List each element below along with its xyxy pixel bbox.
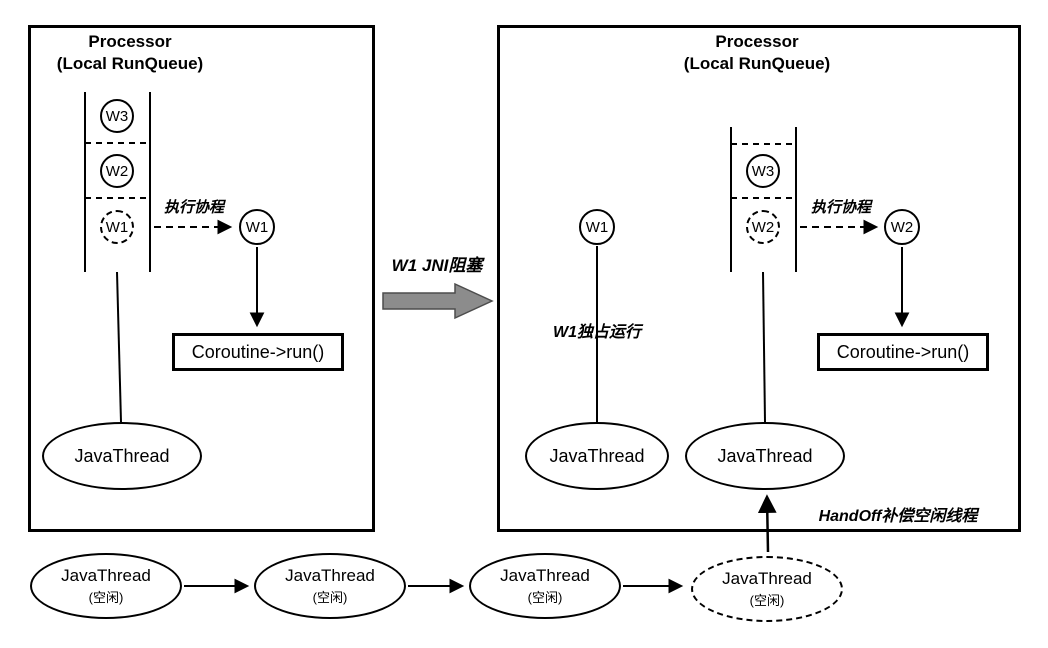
transition-arrow <box>382 282 494 320</box>
idle-thread-3-name: JavaThread <box>500 566 590 585</box>
right-processor-panel <box>497 25 1021 532</box>
right-javathread-label: JavaThread <box>717 445 813 466</box>
idle-thread-2: JavaThread (空闲) <box>254 553 406 619</box>
left-javathread-label: JavaThread <box>74 445 170 466</box>
right-panel-title-line2: (Local RunQueue) <box>683 54 831 74</box>
right-queue-coroutine-w3: W3 <box>746 154 780 188</box>
idle-thread-4-name: JavaThread <box>722 569 812 588</box>
left-panel-title-line2: (Local RunQueue) <box>56 54 204 74</box>
left-processor-panel <box>28 25 375 532</box>
left-exec-label: 执行协程 <box>163 199 224 216</box>
idle-thread-1-name: JavaThread <box>61 566 151 585</box>
left-queue-coroutine-w3: W3 <box>100 99 134 133</box>
left-running-coroutine: W1 <box>239 209 275 245</box>
handoff-label: HandOff补偿空闲线程 <box>818 508 978 525</box>
idle-thread-2-state: (空闲) <box>312 590 348 605</box>
handoff-arrow <box>757 494 777 553</box>
idle-thread-1: JavaThread (空闲) <box>30 553 182 619</box>
left-javathread-ellipse: JavaThread <box>42 422 202 490</box>
right-panel-title: Processor (Local RunQueue) <box>657 31 857 75</box>
left-thread-link <box>116 271 122 423</box>
right-thread-link <box>762 271 766 423</box>
left-panel-title: Processor (Local RunQueue) <box>30 31 230 75</box>
right-exec-label: 执行协程 <box>810 199 871 216</box>
left-queue-coroutine-w2: W2 <box>100 154 134 188</box>
right-javathread-ellipse: JavaThread <box>685 422 845 490</box>
transition-label: W1 JNI阻塞 <box>391 256 483 275</box>
blocked-label: W1独占运行 <box>552 324 641 341</box>
idle-thread-4-state: (空闲) <box>749 593 785 608</box>
left-panel-title-line1: Processor <box>88 32 172 51</box>
idle-thread-1-state: (空闲) <box>88 590 124 605</box>
left-coroutine-run-box: Coroutine->run() <box>172 333 344 371</box>
blocked-javathread-label: JavaThread <box>549 445 645 466</box>
idle-thread-3-state: (空闲) <box>527 590 563 605</box>
idle-thread-3: JavaThread (空闲) <box>469 553 621 619</box>
idle-thread-4: JavaThread (空闲) <box>691 556 843 622</box>
right-running-coroutine: W2 <box>884 209 920 245</box>
right-panel-title-line1: Processor <box>715 32 799 51</box>
left-queue-coroutine-w1: W1 <box>100 210 134 244</box>
blocked-coroutine-w1: W1 <box>579 209 615 245</box>
right-coroutine-run-box: Coroutine->run() <box>817 333 989 371</box>
right-queue-coroutine-w2: W2 <box>746 210 780 244</box>
blocked-javathread-ellipse: JavaThread <box>525 422 669 490</box>
idle-thread-2-name: JavaThread <box>285 566 375 585</box>
